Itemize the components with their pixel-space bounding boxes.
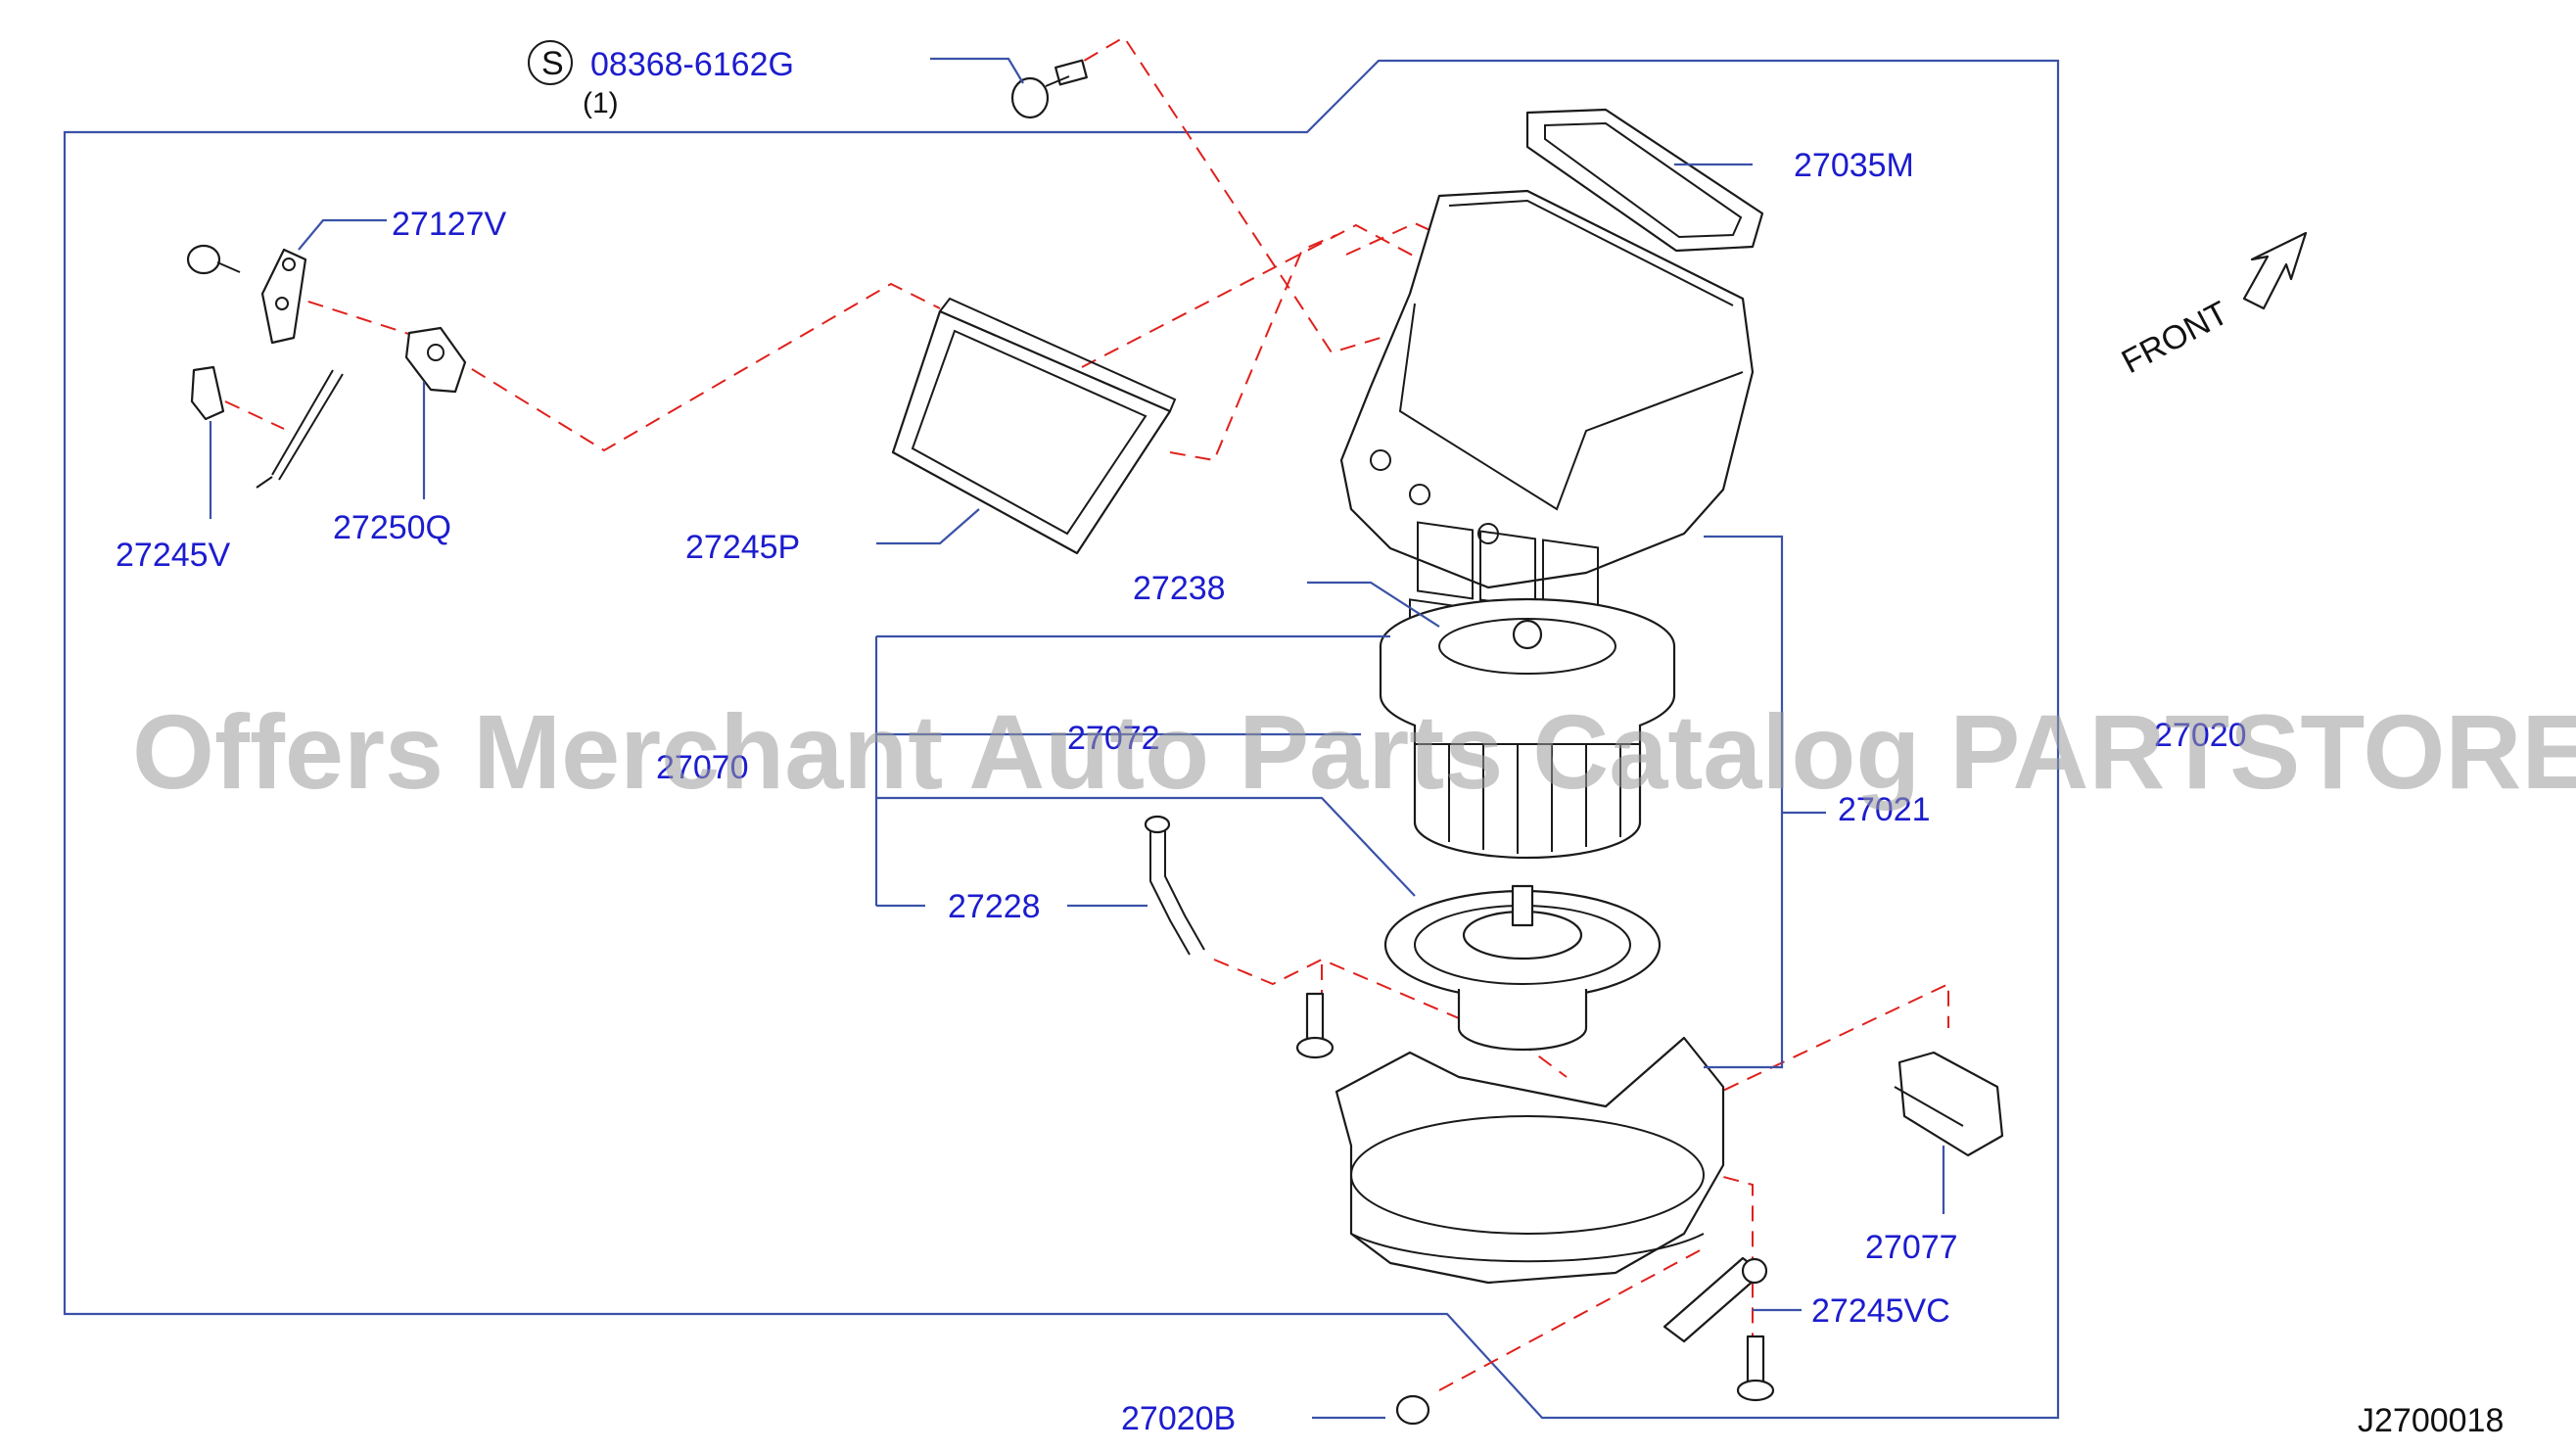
part-label-27020b[interactable]: 27020B [1121, 1400, 1236, 1437]
leader-lines [209, 57, 1945, 1420]
watermark-text: Offers Merchant Auto Parts Catalog PARTS… [132, 692, 2576, 811]
part-label-27035m[interactable]: 27035M [1794, 147, 1914, 184]
part-label-27245vc[interactable]: 27245VC [1811, 1292, 1950, 1330]
assembly-frame [63, 59, 2060, 1420]
diagram-code: J2700018 [2358, 1402, 2504, 1439]
bolt-qty-label: (1) [583, 87, 619, 119]
standard-part-symbol: S [528, 40, 573, 85]
fan-27072-drawing [1379, 597, 1676, 860]
front-arrow-icon [2242, 231, 2308, 310]
filter-27245p-drawing [891, 297, 1177, 555]
clip-27250q-drawing [404, 326, 467, 394]
hose-drawing [1144, 815, 1205, 956]
part-label-27245p[interactable]: 27245P [685, 529, 800, 566]
part-label-27020[interactable]: 27020 [2154, 717, 2247, 754]
part-label-27072[interactable]: 27072 [1067, 720, 1160, 757]
front-label: FRONT [2116, 295, 2234, 382]
part-label-27021[interactable]: 27021 [1838, 791, 1931, 828]
lower-case-drawing [1335, 1036, 1725, 1285]
resistor-27077-drawing [1894, 1051, 2004, 1157]
standard-part-symbol-letter: S [541, 45, 564, 82]
part-label-27127v[interactable]: 27127V [392, 206, 507, 243]
part-label-27245v[interactable]: 27245V [116, 537, 231, 574]
motor-27228-drawing [1383, 884, 1662, 1052]
bracket-27127v-drawing [186, 244, 307, 345]
gasket-27035m-drawing [1525, 108, 1764, 253]
part-label-27238[interactable]: 27238 [1133, 570, 1226, 607]
part-label-27250q[interactable]: 27250Q [333, 509, 451, 546]
screw-bolts-drawing [1295, 992, 1775, 1426]
front-direction-indicator: FRONT [2116, 231, 2308, 382]
bolt-spec-label[interactable]: 08368-6162G [590, 46, 794, 83]
strap-27245vc-drawing [1663, 1256, 1768, 1343]
part-label-27070[interactable]: 27070 [656, 749, 749, 786]
part-label-27228[interactable]: 27228 [948, 888, 1041, 925]
bolt-08368-6162g-drawing [1010, 59, 1088, 119]
part-label-27077[interactable]: 27077 [1865, 1229, 1958, 1266]
rod-27245v-drawing [190, 365, 344, 489]
